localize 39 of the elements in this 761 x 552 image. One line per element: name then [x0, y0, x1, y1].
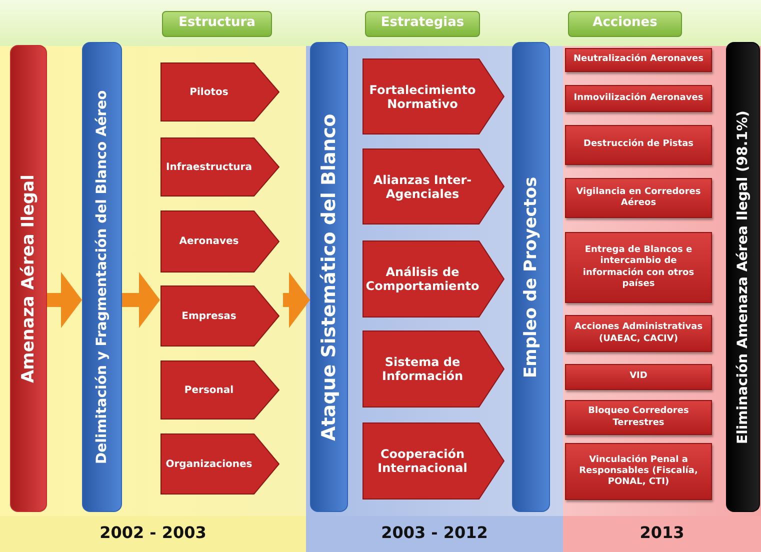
node-label: Personal — [183, 384, 235, 398]
block-arrow — [283, 272, 310, 328]
action-box: Bloqueo Corredores Terrestres — [565, 400, 712, 435]
column-header-tab: Acciones — [568, 11, 682, 37]
period-label: 2003 - 2012 — [380, 522, 489, 544]
action-box: Vinculación Penal a Responsables (Fiscalía, PONAL, CTI) — [565, 443, 712, 500]
chevron-box — [362, 58, 505, 135]
node-label: Cooperación Internacional — [376, 446, 468, 477]
vertical-banner: Ataque Sistemático del Blanco — [310, 42, 348, 512]
action-box: Neutralización Aeronaves — [565, 48, 712, 72]
action-box: Entrega de Blancos e intercambio de información con otros países — [565, 232, 712, 303]
action-box: Vigilancia en Corredores Aéreos — [565, 178, 712, 218]
chevron-box — [362, 148, 505, 225]
chevron-box — [362, 240, 505, 318]
vertical-banner: Delimitación y Fragmentación del Blanco Aéreo — [82, 42, 122, 512]
period-label: 2013 — [638, 522, 686, 544]
node-label: Alianzas Inter-Agenciales — [372, 172, 473, 203]
vertical-banner: Eliminación Amenaza Aérea Ilegal (98.1%) — [726, 42, 760, 512]
column-header-tab: Estrategias — [365, 11, 480, 37]
node-label: Infraestructura — [165, 160, 253, 174]
action-box: VID — [565, 364, 712, 390]
chevron-box — [362, 422, 505, 500]
block-arrow — [47, 272, 82, 328]
vertical-banner: Amenaza Aérea Ilegal — [10, 45, 47, 512]
node-label: Aeronaves — [178, 235, 240, 249]
node-label: Pilotos — [188, 86, 230, 100]
action-box: Acciones Administrativas (UAEAC, CACIV) — [565, 315, 712, 352]
node-label: Organizaciones — [164, 458, 254, 472]
node-label: Fortalecimiento Normativo — [368, 82, 477, 112]
action-box: Inmovilización Aeronaves — [565, 85, 712, 112]
column-header-tab: Estructura — [162, 11, 272, 37]
action-box: Destrucción de Pistas — [565, 125, 712, 165]
node-label: Sistema de Información — [380, 354, 464, 385]
block-arrow — [122, 272, 160, 328]
node-label: Empresas — [180, 310, 238, 324]
vertical-banner: Empleo de Proyectos — [512, 42, 550, 512]
chevron-box — [362, 330, 505, 408]
node-label: Análisis de Comportamiento — [366, 264, 479, 295]
period-label: 2002 - 2003 — [98, 522, 208, 544]
